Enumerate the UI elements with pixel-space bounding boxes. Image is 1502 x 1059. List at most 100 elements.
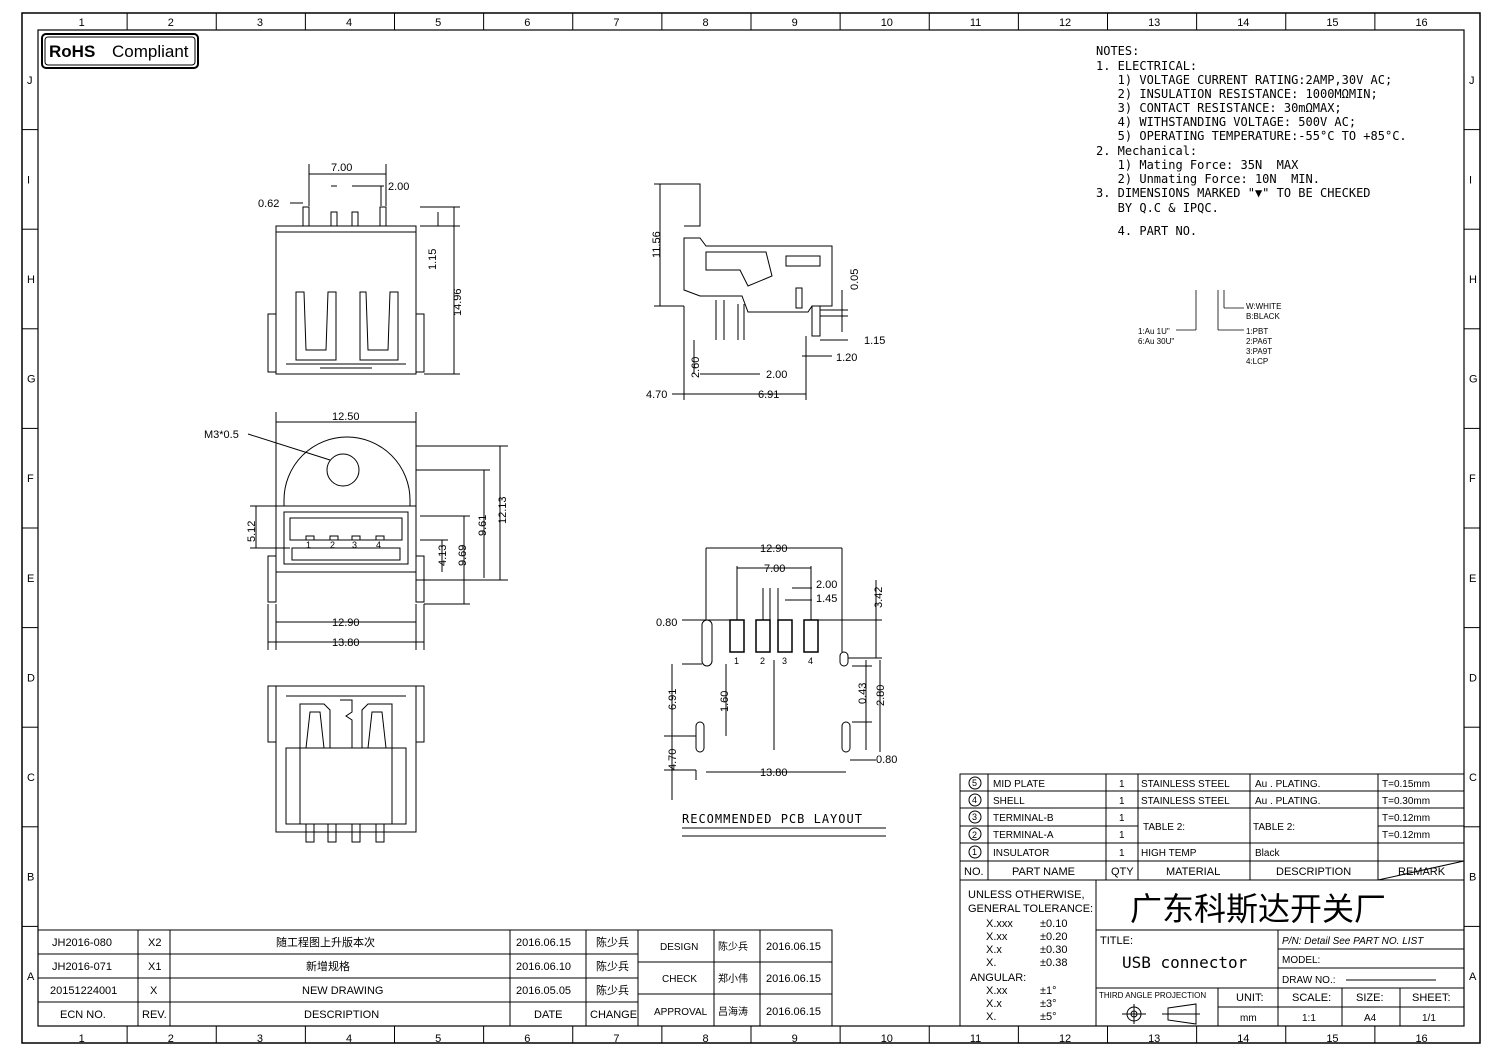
notes-line-1: 1. ELECTRICAL:	[1096, 59, 1197, 73]
bom-h-material: MATERIAL	[1166, 866, 1220, 878]
ang-x-v: ±5°	[1040, 1011, 1057, 1023]
frame-row-label: J	[27, 75, 33, 87]
sheet-value: 1/1	[1422, 1013, 1436, 1024]
frame-col-label: 4	[346, 17, 352, 29]
frame-col-label: 2	[168, 17, 174, 29]
rev-rev-2: X	[150, 985, 158, 997]
notes-line-4: 3) CONTACT RESISTANCE: 30mΩMAX;	[1096, 101, 1342, 115]
bom-no-3: 3	[972, 812, 977, 822]
frame-row-label: B	[1469, 872, 1476, 884]
frame-row-label: A	[1469, 971, 1477, 983]
frame-col-label: 7	[613, 1033, 619, 1045]
bom-h-no: NO.	[964, 866, 984, 878]
side-view-dims: 11.56 0.05 1.15 1.20 2.60 2.00 4.70 6.91	[646, 231, 885, 401]
color-black: B:BLACK	[1246, 312, 1280, 321]
dim-12-90-pcb: 12.90	[760, 543, 788, 555]
dim-1-60: 1.60	[719, 691, 731, 712]
rev-desc-2: NEW DRAWING	[302, 985, 383, 997]
appr-name-0: 陈少兵	[718, 940, 748, 953]
front-view-dims: 12.50 M3*0.5 12.13 9.61 9.69 4.13 5.12 1…	[204, 411, 509, 649]
dim-12-50: 12.50	[332, 411, 360, 423]
frame-col-label: 4	[346, 1033, 352, 1045]
dim-2-60: 2.60	[690, 357, 702, 378]
pcb-caption: RECOMMENDED PCB LAYOUT	[682, 812, 863, 826]
plating-1: 1:Au 1U"	[1138, 327, 1170, 336]
bom-qty-5: 1	[1119, 779, 1125, 790]
notes-line-10: 3. DIMENSIONS MARKED "▼" TO BE CHECKED	[1096, 186, 1371, 200]
dim-6-91-side: 6.91	[758, 389, 779, 401]
tol-angular: ANGULAR:	[970, 972, 1026, 984]
appr-name-1: 郑小伟	[718, 972, 748, 985]
frame-zone-ticks	[22, 13, 1480, 1043]
size-value: A4	[1364, 1013, 1377, 1024]
rev-h-rev: REV.	[142, 1009, 167, 1021]
frame-col-label: 2	[168, 1033, 174, 1045]
bom-qty-1: 1	[1119, 848, 1125, 859]
tol-xxx: X.xx	[986, 931, 1008, 943]
tol-x: X.	[986, 957, 996, 969]
bom-name-1: INSULATOR	[993, 848, 1049, 859]
dim-1-20: 1.20	[836, 352, 857, 364]
dim-13-80-front: 13.80	[332, 637, 360, 649]
bom-table	[959, 773, 1465, 881]
frame-zone-labels: 1122334455667788991010111112121313141415…	[27, 17, 1478, 1045]
notes-block: NOTES: 1. ELECTRICAL: 1) VOLTAGE CURRENT…	[1096, 44, 1407, 238]
frame-col-label: 5	[435, 1033, 441, 1045]
bom-remark-4: T=0.30mm	[1382, 796, 1430, 807]
bom-desc-5: Au . PLATING.	[1255, 779, 1320, 790]
appr-role-1: CHECK	[662, 974, 697, 985]
frame-col-label: 15	[1326, 17, 1338, 29]
appr-name-2: 吕海涛	[718, 1005, 748, 1018]
bom-no-1: 1	[972, 847, 977, 857]
dim-m3: M3*0.5	[204, 429, 239, 441]
dim-4-70-pcb: 4.70	[667, 749, 679, 770]
rev-h-change: CHANGE	[590, 1009, 637, 1021]
bom-h-name: PART NAME	[1012, 866, 1075, 878]
tol-xx: X.x	[986, 944, 1002, 956]
tol-xxxx-v: ±0.10	[1040, 918, 1067, 930]
rev-change-1: 陈少兵	[596, 959, 629, 973]
notes-line-11: BY Q.C & IPQC.	[1096, 201, 1219, 215]
bom-text: 5 4 3 2 1 MID PLATE SHELL TERMINAL-B TER…	[964, 778, 1446, 878]
dim-12-90-front: 12.90	[332, 617, 360, 629]
dim-2-00-pcb: 2.00	[816, 579, 837, 591]
revision-text: JH2016-080 X2 随工程图上升版本次 2016.06.15 陈少兵 J…	[50, 935, 821, 1021]
rohs-badge: RoHS Compliant	[41, 33, 199, 69]
notes-line-8: 1) Mating Force: 35N MAX	[1096, 158, 1299, 172]
notes-line-13: 4. PART NO.	[1096, 224, 1197, 238]
dim-9-61: 9.61	[477, 515, 489, 536]
notes-line-0: NOTES:	[1096, 44, 1139, 58]
part-no-key	[1176, 290, 1244, 331]
title-block-text: UNLESS OTHERWISE, GENERAL TOLERANCE: X.x…	[968, 889, 1451, 1024]
frame-col-label: 5	[435, 17, 441, 29]
frame-col-label: 15	[1326, 1033, 1338, 1045]
material-pa9t: 3:PA9T	[1246, 347, 1272, 356]
bom-h-remark: REMARK	[1398, 866, 1446, 878]
frame-row-label: H	[1469, 274, 1477, 286]
bom-desc-4: Au . PLATING.	[1255, 796, 1320, 807]
frame-row-label: A	[27, 971, 35, 983]
bom-remark-3: T=0.12mm	[1382, 813, 1430, 824]
frame-col-label: 9	[792, 1033, 798, 1045]
rev-rev-0: X2	[148, 937, 161, 949]
dim-0-80-pcb-b: 0.80	[876, 754, 897, 766]
dim-11-56: 11.56	[651, 231, 663, 258]
rev-ecn-1: JH2016-071	[52, 961, 112, 973]
appr-role-2: APPROVAL	[654, 1007, 708, 1018]
frame-col-label: 8	[702, 1033, 708, 1045]
appr-date-1: 2016.06.15	[766, 973, 821, 985]
frame-row-label: I	[1469, 174, 1472, 186]
frame-row-label: D	[27, 672, 35, 684]
dim-5-12: 5.12	[246, 521, 258, 542]
bom-mat-4: STAINLESS STEEL	[1141, 796, 1230, 807]
tol-xx-v: ±0.30	[1040, 944, 1067, 956]
appr-date-0: 2016.06.15	[766, 941, 821, 953]
frame-col-label: 12	[1059, 17, 1071, 29]
bom-name-4: SHELL	[993, 796, 1025, 807]
rev-rev-1: X1	[148, 961, 161, 973]
pn-text: P/N: Detail See PART NO. LIST	[1282, 936, 1424, 947]
scale-label: SCALE:	[1292, 992, 1331, 1004]
frame-col-label: 13	[1148, 17, 1160, 29]
dim-6-91-pcb: 6.91	[667, 689, 679, 710]
tol-title-2: GENERAL TOLERANCE:	[968, 903, 1093, 915]
